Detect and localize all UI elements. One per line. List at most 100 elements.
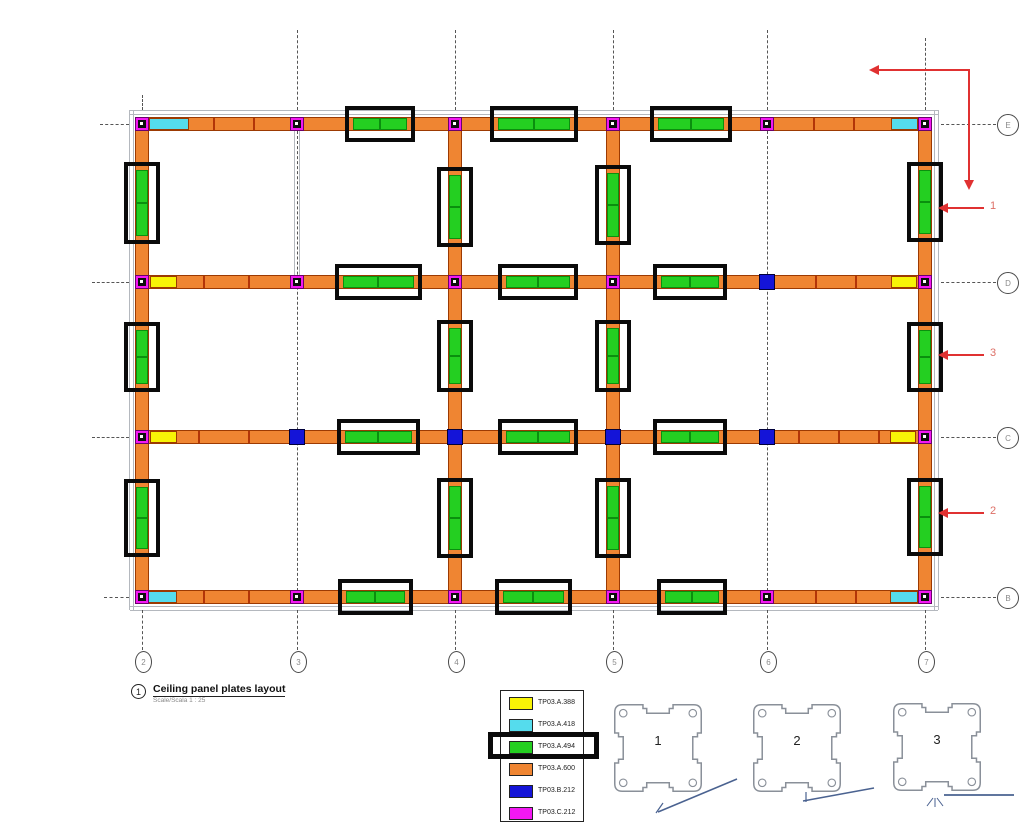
- junction-marker-dot: [295, 122, 298, 125]
- wall-line: [934, 110, 935, 610]
- legend-item: TP03.A.600: [501, 762, 585, 778]
- grid-bubble-col-3: 3: [290, 651, 307, 673]
- panel-frame: [498, 419, 578, 455]
- panel-divider: [379, 119, 381, 129]
- blue-connector-plate: [289, 429, 305, 445]
- panel-frame: [124, 479, 160, 557]
- panel-frame: [437, 167, 473, 247]
- grid-line: [767, 610, 768, 650]
- profile-detail-3: 3: [890, 700, 984, 794]
- beam-divider: [248, 276, 250, 288]
- panel-divider: [450, 206, 460, 208]
- detail-marker-2: 2: [938, 504, 1010, 522]
- beam-end-plate: [149, 118, 189, 130]
- arrow-line: [947, 512, 984, 514]
- grid-bubble-label: 7: [924, 657, 929, 667]
- panel-divider: [533, 119, 535, 129]
- wall-line: [294, 131, 295, 276]
- grid-bubble-label: D: [1005, 278, 1011, 288]
- legend-code: TP03.B.212: [538, 787, 575, 794]
- beam-divider: [855, 276, 857, 288]
- grid-line: [613, 30, 614, 110]
- detail-marker-1: 1: [938, 199, 1010, 217]
- beam-divider: [813, 118, 815, 130]
- panel-frame: [337, 579, 413, 615]
- panel-divider: [608, 355, 618, 357]
- panel-frame: [498, 264, 578, 300]
- panel-divider: [377, 432, 379, 442]
- view-scale: Scale/Scala 1 : 25: [153, 697, 206, 704]
- grid-line: [92, 437, 129, 438]
- panel-frame: [124, 162, 160, 244]
- profile-number: 1: [654, 733, 662, 748]
- beam-divider: [248, 591, 250, 603]
- legend-item: TP03.A.494: [501, 740, 585, 756]
- legend-code: TP03.A.388: [538, 699, 575, 706]
- grid-line: [297, 610, 298, 650]
- panel-frame: [595, 165, 631, 245]
- detail-marker-label: 1: [990, 200, 997, 212]
- grid-bubble-label: 2: [141, 657, 146, 667]
- junction-marker-dot: [765, 595, 768, 598]
- wall-line: [130, 606, 938, 607]
- legend-swatch-orange: [509, 763, 533, 776]
- legend-swatch-cyan: [509, 719, 533, 732]
- grid-bubble-col-6: 6: [760, 651, 777, 673]
- junction-marker-dot: [611, 595, 614, 598]
- profile-number: 3: [933, 732, 941, 747]
- panel-frame: [595, 320, 631, 392]
- arrow-left-icon: [938, 508, 948, 518]
- grid-line: [925, 38, 926, 110]
- grid-line: [455, 610, 456, 650]
- grid-line: [941, 282, 996, 283]
- gasket-line-2: [802, 787, 875, 802]
- beam-divider: [203, 276, 205, 288]
- beam-divider: [853, 118, 855, 130]
- beam-divider: [878, 431, 880, 443]
- beam-end-plate: [890, 431, 916, 443]
- extrusion-profile-icon: [753, 704, 841, 792]
- legend-code: TP03.A.600: [538, 765, 575, 772]
- panel-frame: [345, 106, 415, 142]
- profile-number: 2: [793, 733, 801, 748]
- extrusion-profile-icon: [614, 704, 702, 792]
- grid-bubble-col-4: 4: [448, 651, 465, 673]
- blue-connector-plate: [759, 274, 775, 290]
- panel-divider: [689, 432, 691, 442]
- panel-frame: [657, 579, 727, 615]
- profile-detail-1: 1: [611, 701, 705, 795]
- panel-frame: [437, 320, 473, 392]
- panel-divider: [608, 517, 618, 519]
- wall-line: [129, 110, 130, 610]
- panel-divider: [377, 277, 379, 287]
- section-cut-line: [968, 69, 970, 181]
- grid-bubble-col-5: 5: [606, 651, 623, 673]
- junction-marker-dot: [140, 595, 143, 598]
- beam-divider: [855, 591, 857, 603]
- junction-marker-dot: [453, 122, 456, 125]
- panel-divider: [920, 356, 930, 358]
- panel-frame: [494, 579, 572, 615]
- grid-line: [767, 30, 768, 110]
- legend-item: TP03.A.418: [501, 718, 585, 734]
- section-cut-line: [878, 69, 970, 71]
- profile-detail-2: 2: [750, 701, 844, 795]
- legend-item: TP03.B.212: [501, 784, 585, 800]
- grid-line: [142, 95, 143, 110]
- beam-end-plate: [148, 591, 177, 603]
- grid-line: [941, 597, 996, 598]
- legend-item: TP03.A.388: [501, 696, 585, 712]
- grid-bubble-row-e: E: [997, 114, 1019, 136]
- panel-divider: [450, 355, 460, 357]
- grid-line: [297, 30, 298, 110]
- panel-frame: [653, 419, 727, 455]
- legend-item: TP03.C.212: [501, 806, 585, 822]
- junction-marker-dot: [765, 122, 768, 125]
- beam-divider: [248, 431, 250, 443]
- legend-swatch-magenta: [509, 807, 533, 820]
- legend-swatch-yellow: [509, 697, 533, 710]
- junction-marker-dot: [611, 280, 614, 283]
- panel-frame: [653, 264, 727, 300]
- panel-divider: [689, 277, 691, 287]
- panel-divider: [374, 592, 376, 602]
